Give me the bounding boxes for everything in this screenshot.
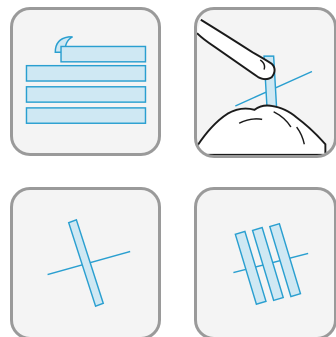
hand-applying-strip-icon (197, 10, 334, 155)
single-strip-across-line-icon (13, 190, 158, 337)
stacked-strips-peeling-icon (13, 10, 158, 153)
step-1-panel (10, 7, 161, 156)
step-2-panel (194, 7, 336, 158)
step-4-panel (194, 187, 336, 337)
step-3-panel (10, 187, 161, 337)
three-strips-across-line-icon (197, 190, 334, 337)
